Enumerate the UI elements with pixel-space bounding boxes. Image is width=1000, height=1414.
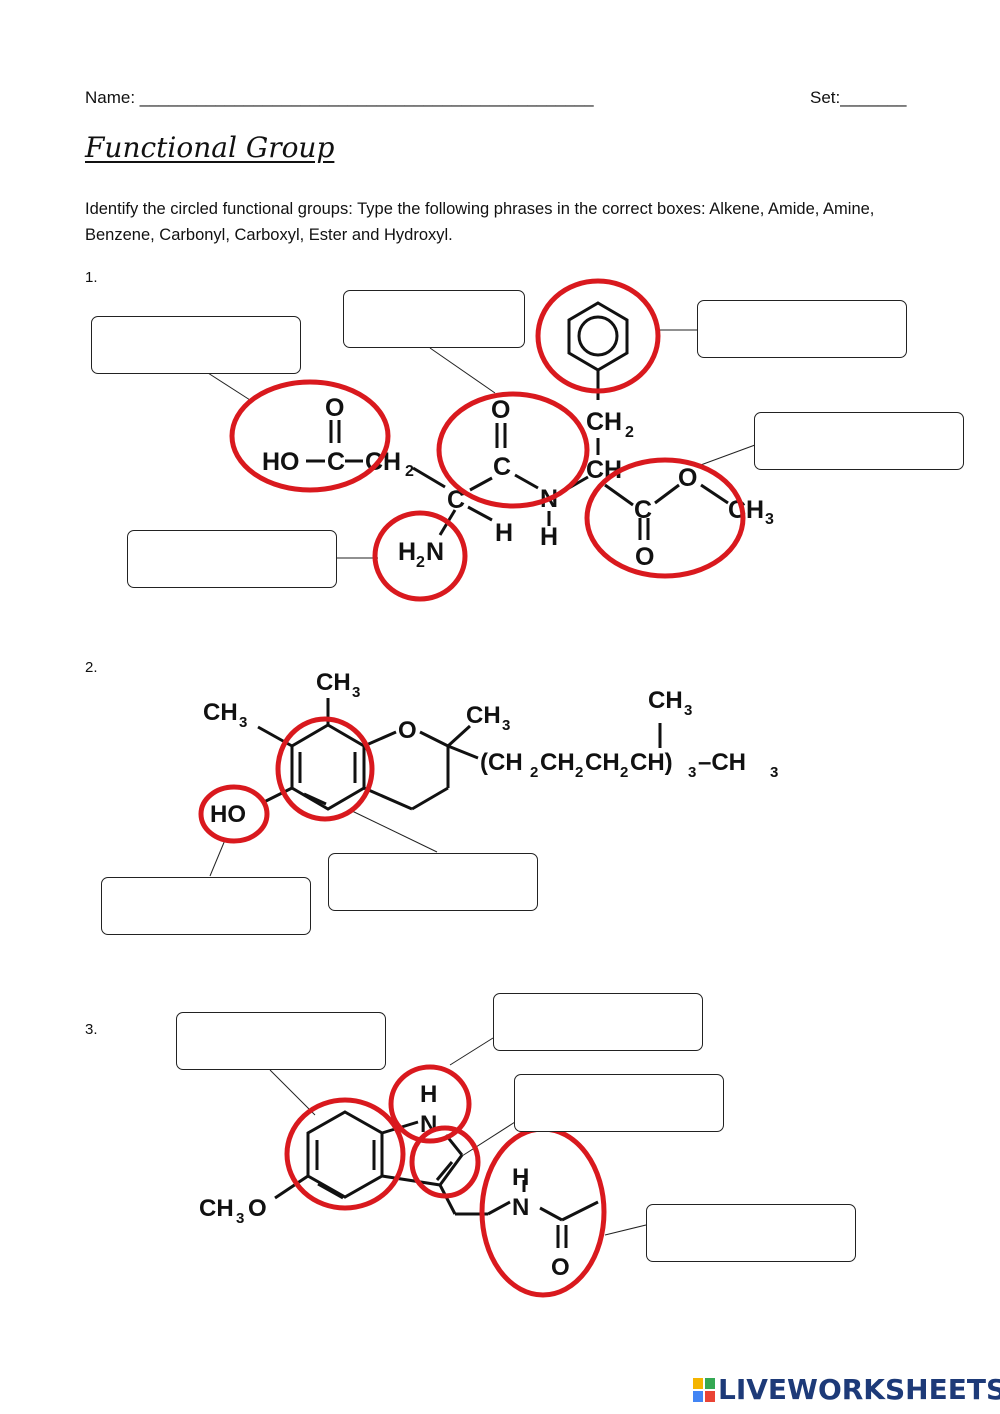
liveworksheets-logo: LIVEWORKSHEETS — [692, 1373, 1000, 1406]
q2-ring-o: O — [398, 717, 417, 744]
q2-chain-1: (CH — [480, 749, 523, 776]
q1-benzene-answer[interactable] — [697, 300, 907, 358]
question-3-number: 3. — [85, 1021, 98, 1038]
q1-ch3: CH — [728, 496, 764, 524]
q3-indole-h: H — [420, 1081, 437, 1108]
q1-h2n-sub: 2 — [416, 554, 425, 571]
q3-amide-h: H — [512, 1164, 529, 1191]
liveworksheets-logo-text: LIVEWORKSHEETS — [718, 1373, 1000, 1406]
q1-amide-o: O — [491, 396, 510, 424]
q2-chain-tail-sub: 3 — [770, 764, 778, 781]
q2-ch3-right: CH — [466, 702, 501, 729]
q3-ch3o-sub: 3 — [236, 1210, 244, 1227]
q2-chain-4: CH) — [630, 749, 673, 776]
q2-ch3-left-sub: 3 — [239, 714, 247, 731]
q3-amide-o: O — [551, 1254, 570, 1281]
liveworksheets-logo-icon — [693, 1377, 715, 1402]
q1-ester-c: C — [634, 496, 652, 524]
q3-ch3o-o: O — [248, 1195, 267, 1222]
q1-ch2-b-sub: 2 — [625, 424, 634, 441]
name-label: Name: __________________________________… — [85, 88, 594, 107]
page-title: Functional Group — [85, 131, 335, 164]
q2-ch3-top-sub: 3 — [352, 684, 360, 701]
q2-benzene-answer[interactable] — [328, 853, 538, 911]
q2-chain-3: CH — [585, 749, 620, 776]
q3-benzene-answer[interactable] — [176, 1012, 386, 1070]
q2-chain-4-sub: 3 — [688, 764, 696, 781]
q1-h2n-n: N — [426, 538, 444, 566]
q1-amide-c: C — [493, 453, 511, 481]
q3-amine-answer[interactable] — [493, 993, 703, 1051]
q1-nh-h: H — [540, 523, 558, 551]
q1-alpha-c: C — [447, 486, 465, 514]
q1-ch2-b: CH — [586, 408, 622, 436]
q1-alpha-h: H — [495, 519, 513, 547]
q1-ester-answer[interactable] — [754, 412, 964, 470]
q2-ho: HO — [210, 801, 246, 828]
q2-ch3-top: CH — [316, 669, 351, 696]
q1-amine-answer[interactable] — [127, 530, 337, 588]
q3-highlight-circles — [284, 1064, 607, 1298]
q1-carboxyl-o: O — [325, 394, 344, 422]
q1-highlight-circles — [229, 278, 746, 602]
q2-highlight-circles — [198, 716, 375, 844]
q1-ch2-a-sub: 2 — [405, 463, 414, 480]
q2-chain-2: CH — [540, 749, 575, 776]
q2-chain-2-sub: 2 — [575, 764, 583, 781]
q2-ch3-left: CH — [203, 699, 238, 726]
q2-chain-3-sub: 2 — [620, 764, 628, 781]
q1-ho: HO — [262, 448, 300, 476]
q1-h2n-h: H — [398, 538, 416, 566]
q3-amide-n: N — [512, 1194, 529, 1221]
question-3-molecule: H N H N O CH 3 O — [199, 1037, 647, 1298]
q3-amide-answer[interactable] — [646, 1204, 856, 1262]
q1-ester-co: O — [635, 543, 654, 571]
instructions: Identify the circled functional groups: … — [85, 200, 875, 244]
q1-ch3-sub: 3 — [765, 511, 774, 528]
question-2-number: 2. — [85, 659, 98, 676]
q2-chain-tail: –CH — [698, 749, 746, 776]
question-1-molecule: O HO C CH 2 C O C N H H H 2 N CH 2 CH C … — [207, 278, 774, 602]
q2-chain-1-sub: 2 — [530, 764, 538, 781]
q3-alkene-answer[interactable] — [514, 1074, 724, 1132]
q1-c: C — [327, 448, 345, 476]
q1-amide-answer[interactable] — [343, 290, 525, 348]
set-label: Set:_______ — [810, 88, 907, 107]
q2-ch3-branch-sub: 3 — [684, 702, 692, 719]
q2-ch3-branch: CH — [648, 687, 683, 714]
question-2-molecule: CH 3 CH 3 O CH 3 CH 3 (CH 2 CH 2 CH 2 CH… — [198, 669, 778, 877]
question-1-number: 1. — [85, 269, 98, 286]
q1-carboxyl-answer[interactable] — [91, 316, 301, 374]
q2-hydroxyl-answer[interactable] — [101, 877, 311, 935]
q1-ester-o: O — [678, 464, 697, 492]
q2-ch3-right-sub: 3 — [502, 717, 510, 734]
q3-ch3o: CH — [199, 1195, 234, 1222]
